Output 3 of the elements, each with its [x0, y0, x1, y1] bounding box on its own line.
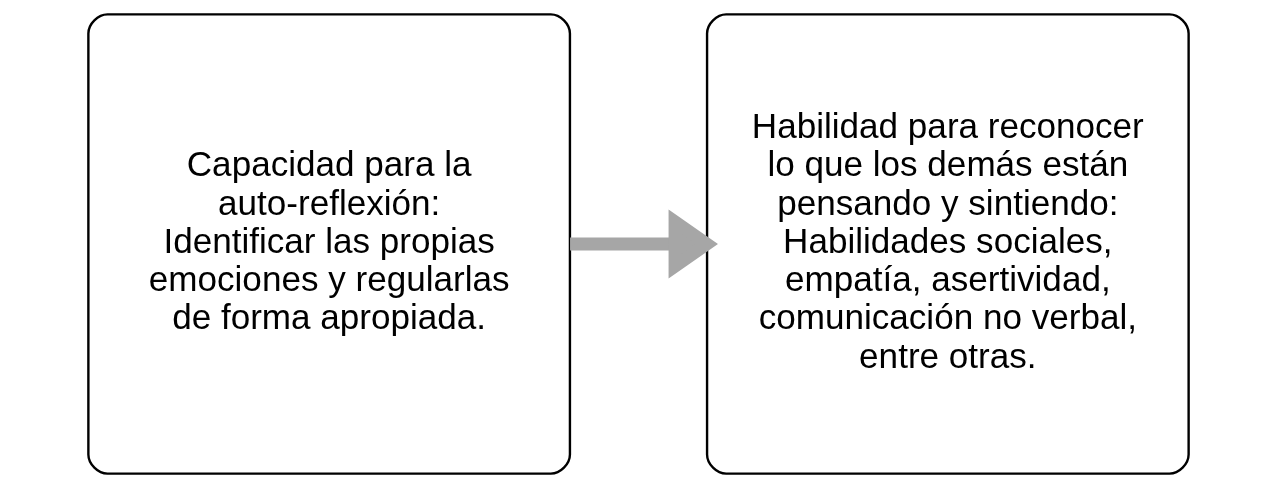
node-box: Capacidad para la auto-reflexión: Identificar las propias emociones y regularlas de forma apropiada. — [86, 13, 571, 475]
arrow — [569, 209, 718, 279]
node-box: Habilidad para reconocer lo que los demás están pensando y sintiendo: Habilidades sociales, empatía, asertividad, comunicación no verbal, entre otras. — [705, 13, 1190, 475]
